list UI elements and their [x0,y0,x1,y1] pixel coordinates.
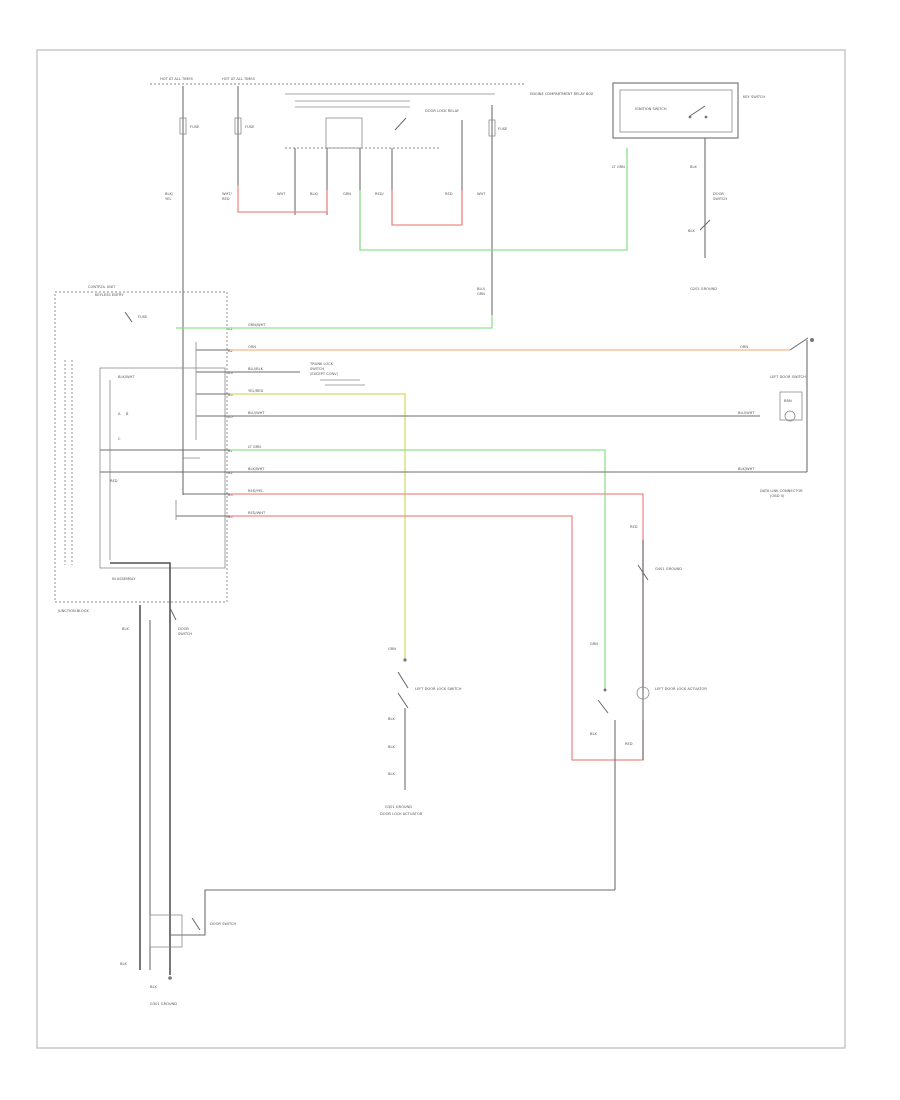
svg-text:BLK/WHT: BLK/WHT [118,375,135,379]
mid-switch-label: LEFT DOOR LOCK SWITCH [415,687,462,691]
trunk-note-2: SWITCH [310,367,324,371]
svg-text:A3: A3 [228,371,233,375]
svg-text:DOOR: DOOR [713,192,724,196]
svg-text:RED/YEL: RED/YEL [248,489,263,493]
ground-mid-label: G301 GROUND [385,805,412,809]
svg-text:BLU/BLK: BLU/BLK [248,367,264,371]
fuse-1-label: FUSE [190,125,200,129]
key-switch-label: KEY SWITCH [743,95,765,99]
svg-text:BLK/WHT: BLK/WHT [248,467,265,471]
diagram-frame [36,49,846,1049]
svg-text:ORN: ORN [740,345,748,349]
svg-text:RED/: RED/ [375,192,385,196]
control-unit: CONTROL UNIT KEYLESS ENTRY IN ASSEMBLY J… [54,285,228,613]
svg-text:B1: B1 [228,449,233,453]
svg-text:BLK/: BLK/ [165,192,174,196]
left-door-switch: BRN LEFT DOOR SWITCH DATA LINK CONNECTOR… [760,337,814,498]
fuse-3-label: FUSE [498,127,508,131]
svg-text:GRN: GRN [477,292,485,296]
right-switch-label: LEFT DOOR SWITCH [770,375,806,379]
svg-text:YEL: YEL [165,197,171,201]
svg-text:ORN: ORN [248,345,256,349]
svg-text:GRN: GRN [590,642,598,646]
svg-text:RED: RED [630,525,638,529]
svg-text:BLK/WHT: BLK/WHT [738,467,755,471]
svg-text:YEL/RED: YEL/RED [248,389,263,393]
ground-bottom-label: G301 GROUND [150,1002,177,1006]
actuator-right-label: LEFT DOOR LOCK ACTUATOR [655,687,707,691]
svg-text:BLU/WHT: BLU/WHT [248,411,265,415]
svg-text:RED: RED [445,192,453,196]
svg-text:C: C [118,437,121,441]
dlc-label-2: (OBD II) [770,494,785,498]
svg-text:B3: B3 [228,493,233,497]
svg-text:SWITCH: SWITCH [713,197,727,201]
svg-text:GRN: GRN [388,647,396,651]
svg-text:B4: B4 [228,515,233,519]
relay-box-label: ENGINE COMPARTMENT RELAY BOX [530,92,594,96]
svg-text:RED/WHT: RED/WHT [248,511,266,515]
svg-text:A4: A4 [228,393,233,397]
svg-text:BLK: BLK [388,772,395,776]
ground-top-label: G201 GROUND [690,287,717,291]
svg-text:BLK: BLK [688,229,695,233]
svg-text:BLK: BLK [122,627,129,631]
svg-text:WHT/: WHT/ [222,192,232,196]
fuse-area: HOT AT ALL TIMES HOT AT ALL TIMES FUSE F… [150,77,628,495]
svg-text:BRN: BRN [784,399,792,403]
svg-text:GRN/WHT: GRN/WHT [248,323,266,327]
svg-text:BLK: BLK [590,732,597,736]
svg-text:BLK: BLK [388,745,395,749]
svg-text:WHT: WHT [477,192,486,196]
svg-text:LT GRN: LT GRN [248,445,261,449]
svg-text:FUSE: FUSE [138,315,148,319]
switch-right-label: G401 GROUND [655,567,682,571]
svg-text:LT GRN: LT GRN [612,165,625,169]
control-unit-label: CONTROL UNIT [88,285,116,289]
fuse-2-label: FUSE [245,125,255,129]
door-relay-label: DOOR LOCK RELAY [425,109,460,113]
svg-text:B: B [126,412,129,416]
svg-text:GRN: GRN [343,192,351,196]
svg-text:RED: RED [625,742,633,746]
svg-text:BLK: BLK [150,985,157,989]
svg-text:RED: RED [222,197,230,201]
dlc-label: DATA LINK CONNECTOR [760,489,803,493]
ignition-switch-label: IGNITION SWITCH [635,107,667,111]
svg-text:RED: RED [110,479,118,483]
bottom-door-switch: BLK DOOR SWITCH DOOR SWITCH BLK BLK G301… [110,562,615,1006]
svg-text:DOOR: DOOR [178,627,189,631]
label-hot-left: HOT AT ALL TIMES [160,77,194,81]
junction-label: JUNCTION BLOCK [57,609,89,613]
svg-text:BLK: BLK [120,962,127,966]
svg-text:BLK: BLK [388,717,395,721]
control-unit-bottom: IN ASSEMBLY [112,577,136,581]
svg-text:BLU/WHT: BLU/WHT [738,411,755,415]
svg-text:BLU/: BLU/ [477,287,486,291]
control-unit-sub: KEYLESS ENTRY [95,293,124,297]
svg-text:BLK: BLK [690,165,697,169]
door-lock-actuator-right: GRN BLK RED G401 GROUND LEFT DOOR LOCK A… [590,525,707,890]
bottom-switch-label: DOOR SWITCH [210,922,236,926]
trunk-note-3: (EXCEPT CONV) [310,372,339,376]
actuator-label: DOOR LOCK ACTUATOR [380,812,423,816]
svg-text:A: A [118,412,121,416]
ignition-switch-assembly: IGNITION SWITCH KEY SWITCH LT GRN BLK DO… [612,82,765,291]
svg-text:A1: A1 [228,327,233,331]
svg-text:B2: B2 [228,471,233,475]
svg-text:SWITCH: SWITCH [178,632,192,636]
svg-text:A2: A2 [228,349,233,353]
trunk-note: TRUNK LOCK [309,362,334,366]
label-hot-right: HOT AT ALL TIMES [222,77,256,81]
door-lock-switch-mid: GRN BLK BLK BLK LEFT DOOR LOCK SWITCH DO… [380,647,462,816]
svg-text:A5: A5 [228,415,233,419]
connector-pins: A1 A2 A3 A4 A5 B1 B2 B3 B4 GRN/WHT ORN O… [100,315,807,761]
svg-text:WHT: WHT [277,192,286,196]
svg-text:BLK/: BLK/ [310,192,319,196]
